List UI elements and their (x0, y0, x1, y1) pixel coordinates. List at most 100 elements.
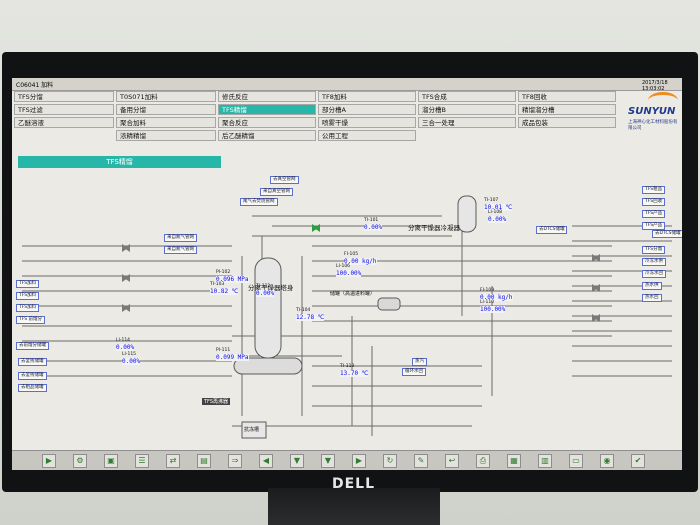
down-icon[interactable]: ▼ (321, 454, 335, 468)
reading-label-2: TI-103 (210, 282, 225, 287)
tower-label: 分离干燥器塔身 (248, 284, 294, 292)
pipe-tag-16[interactable]: TFS回收 (642, 198, 666, 206)
nav-item-1-1[interactable]: 备用分馏 (116, 104, 216, 115)
pipe-tag-3[interactable]: 来自氮气管网 (164, 246, 197, 254)
nav-item-0-5[interactable]: TF8回收 (518, 91, 616, 102)
pipe-tag-20[interactable]: 冷冻水供 (642, 258, 666, 266)
folder-icon[interactable]: ▣ (104, 454, 118, 468)
pipe-tag-19[interactable]: TFS分馏 (642, 246, 666, 254)
section-title: TFS精馏 (18, 156, 221, 168)
nav-item-2-0[interactable]: 乙醚溶液 (14, 117, 114, 128)
pipe-tag-8[interactable]: TFS加料 (16, 292, 40, 300)
pipe-tag-9[interactable]: TFS加料 (16, 304, 40, 312)
pipe-tag-10[interactable]: TFS 前馏分 (16, 316, 46, 324)
receiver-label: 抗冻槽 (244, 427, 260, 433)
brand-logo: SUNYUN 上海神心化工材料股份有限公司 (626, 92, 680, 142)
shuffle-icon[interactable]: ⇄ (166, 454, 180, 468)
pipe-tag-11[interactable]: 去前馏分储罐 (16, 342, 49, 350)
reading-label-3: TI-104 (296, 308, 311, 313)
pipe-tag-2[interactable]: 来自氮气管网 (164, 234, 197, 242)
pipe-tag-22[interactable]: 热水供 (642, 282, 662, 290)
nav-item-1-4[interactable]: 溜分槽B (418, 104, 516, 115)
reading-label-1: PI-102 (216, 270, 231, 275)
window-title: C06041 加料 (16, 82, 54, 89)
pipe-tag-21[interactable]: 冷冻水回 (642, 270, 666, 278)
nav-item-2-1[interactable]: 聚合加料 (116, 117, 216, 128)
check-icon[interactable]: ✔ (631, 454, 645, 468)
nav-item-2-2[interactable]: 聚合反应 (218, 117, 316, 128)
nav-item-3-1[interactable]: 浓精精馏 (116, 130, 216, 141)
back-icon[interactable]: ↩ (445, 454, 459, 468)
pipe-tag-24[interactable]: 蒸汽 (412, 358, 427, 366)
reading-value-9: 100.00% (480, 306, 506, 313)
nav-item-3-2[interactable]: 后乙醚精馏 (218, 130, 316, 141)
pipe-tag-7[interactable]: TFS加料 (16, 280, 40, 288)
pipe-tag-12[interactable]: 去釜残储罐 (18, 358, 47, 366)
refresh-icon[interactable]: ↻ (383, 454, 397, 468)
separator-label: 分离干燥器冷凝器 (408, 224, 460, 232)
pipe-tag-4[interactable]: 尾气去焚烧管网 (240, 198, 278, 206)
chart-icon[interactable]: ▥ (538, 454, 552, 468)
nav-item-0-1[interactable]: T0S071加料 (116, 91, 216, 102)
nav-item-1-5[interactable]: 精馏溜分槽 (518, 104, 616, 115)
pipe-tag-17[interactable]: TFS产品 (642, 210, 666, 218)
reading-label-8: FI-109 (480, 288, 495, 293)
nav-item-0-3[interactable]: TF8加料 (318, 91, 416, 102)
tank-label: 储罐（高温进料罐） (330, 291, 376, 297)
pipe-tag-1[interactable]: 来自真空管网 (260, 188, 293, 196)
left-icon[interactable]: ◀ (259, 454, 273, 468)
nav-item-1-3[interactable]: 部分槽A (318, 104, 416, 115)
nav-item-0-2[interactable]: 修氏反应 (218, 91, 316, 102)
reading-value-14: 0.00% (122, 358, 141, 365)
nav-item-2-4[interactable]: 三合一处理 (418, 117, 516, 128)
reading-label-9: LI-110 (480, 300, 495, 305)
reading-label-12: TI-113 (340, 364, 355, 369)
reading-label-6: TI-107 (484, 198, 499, 203)
pipe-tag-25[interactable]: 循环水回 (402, 368, 426, 376)
reading-label-14: LI-115 (122, 352, 137, 357)
reboiler-label: TFS再沸器 (202, 398, 231, 405)
nav-item-2-3[interactable]: 喷雾干燥 (318, 117, 416, 128)
down-icon[interactable]: ▼ (290, 454, 304, 468)
edit-icon[interactable]: ✎ (414, 454, 428, 468)
reading-value-8: 0.00 kg/h (480, 294, 513, 301)
reading-value-5: 100.00% (336, 270, 362, 277)
camera-icon[interactable]: ◉ (600, 454, 614, 468)
nav-item-1-2[interactable]: TFS精馏 (218, 104, 316, 115)
reading-label-0: TI-101 (364, 218, 379, 223)
list-icon[interactable]: ☰ (135, 454, 149, 468)
print-icon[interactable]: ⎙ (476, 454, 490, 468)
settings-icon[interactable]: ⚙ (73, 454, 87, 468)
pipe-tag-14[interactable]: 去粗品储罐 (18, 384, 47, 392)
pipe-tag-0[interactable]: 去真空管网 (270, 176, 299, 184)
pipe-tag-6[interactable]: 去DTCS储罐 (652, 230, 682, 238)
play-icon[interactable]: ▶ (42, 454, 56, 468)
nav-item-0-0[interactable]: TFS分馏 (14, 91, 114, 102)
reading-value-11: 0.00% (256, 290, 275, 297)
monitor-icon[interactable]: ▭ (569, 454, 583, 468)
pipe-tag-18[interactable]: TFS产品 (642, 222, 666, 230)
nav-item-1-0[interactable]: TFS过滤 (14, 104, 114, 115)
nav-item-2-5[interactable]: 成品包装 (518, 117, 616, 128)
nav-item-0-4[interactable]: TFS合成 (418, 91, 516, 102)
bottom-toolbar: ▶ ⚙ ▣ ☰ ⇄ ▤ ⇒ ◀ ▼ ▼ ▶ ↻ ✎ ↩ ⎙ ▦ ▥ ▭ ◉ ✔ (12, 450, 682, 470)
receiver-vessel (241, 421, 267, 439)
forward-icon[interactable]: ⇒ (228, 454, 242, 468)
pipe-tag-23[interactable]: 热水回 (642, 294, 662, 302)
save-icon[interactable]: ▤ (197, 454, 211, 468)
reading-label-5: LI-106 (336, 264, 351, 269)
process-schematic: 分离干燥器塔身 分离干燥器冷凝器 储罐（高温进料罐） 抗冻槽 TFS再沸器 去真… (12, 166, 682, 448)
reading-label-4: FI-105 (344, 252, 359, 257)
tank-vessel (377, 297, 401, 311)
distillation-tower (233, 257, 303, 375)
pipe-tag-15[interactable]: TFS粗品 (642, 186, 666, 194)
reading-label-10: PI-111 (216, 348, 231, 353)
reading-label-7: LI-108 (488, 210, 503, 215)
right-icon[interactable]: ▶ (352, 454, 366, 468)
nav-item-3-3[interactable]: 公用工程 (318, 130, 416, 141)
table-icon[interactable]: ▦ (507, 454, 521, 468)
pipe-tag-5[interactable]: 去DTCS储罐 (536, 226, 568, 234)
pipe-tag-13[interactable]: 去釜残储罐 (18, 372, 47, 380)
reading-value-3: 12.78 ℃ (296, 314, 325, 321)
brand-subtitle: 上海神心化工材料股份有限公司 (628, 120, 678, 131)
